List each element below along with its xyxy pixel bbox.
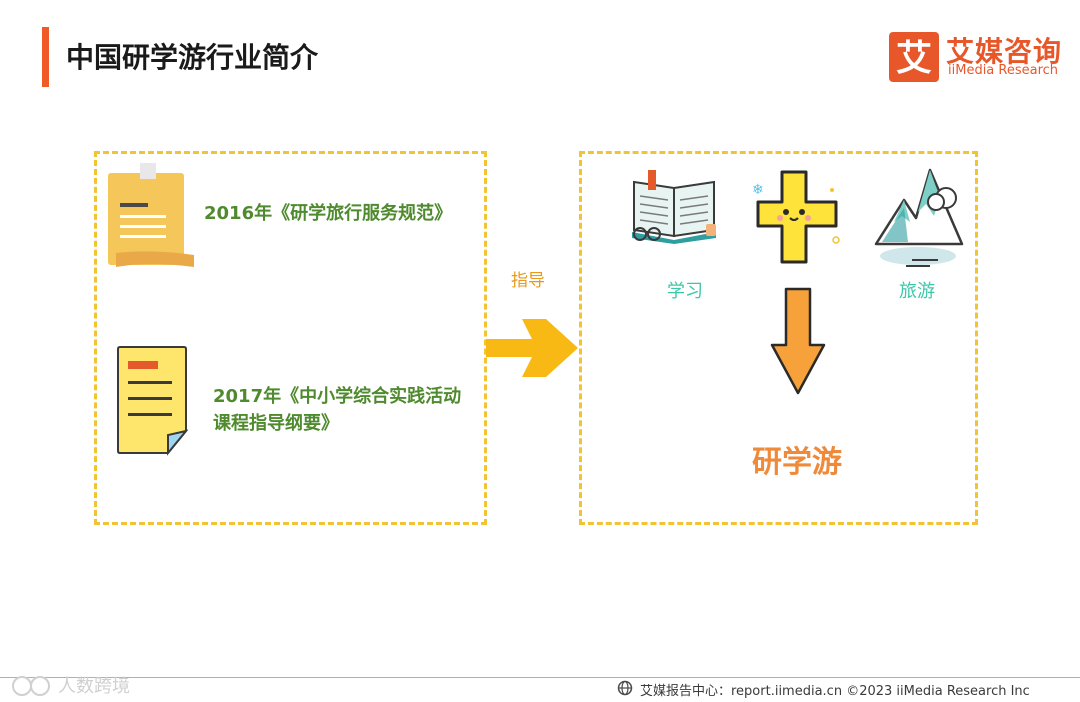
- policy-frame: [94, 151, 487, 525]
- svg-text:❄: ❄: [752, 182, 764, 198]
- open-book-icon: [628, 168, 720, 250]
- logo-name-cn: 艾媒咨询: [946, 35, 1063, 68]
- globe-icon: [617, 680, 633, 700]
- note-document-icon: [116, 345, 189, 463]
- travel-label: 旅游: [899, 281, 935, 302]
- arrow-down-icon: [770, 287, 826, 401]
- arrow-right-icon: [484, 315, 580, 385]
- study-label: 学习: [667, 281, 703, 302]
- mountain-icon: [872, 160, 964, 274]
- page-title: 中国研学游行业简介: [66, 41, 319, 74]
- watermark-text: 人数跨境: [58, 676, 130, 697]
- guide-label: 指导: [511, 271, 545, 291]
- policy-2017-label: 2017年《中小学综合实践活动课程指导纲要》: [213, 386, 462, 434]
- result-label: 研学游: [752, 445, 842, 480]
- concept-frame: [579, 151, 978, 525]
- footer-divider: [0, 677, 1080, 678]
- watermark-logo-icon: [10, 674, 54, 702]
- scroll-document-icon: [106, 163, 196, 275]
- logo-name-en: iiMedia Research: [948, 63, 1059, 78]
- footer-source: 艾媒报告中心：report.iimedia.cn ©2023 iiMedia R…: [640, 684, 1030, 699]
- title-accent-bar: [42, 27, 49, 87]
- logo-icon-glyph: 艾: [896, 38, 932, 79]
- policy-2016-label: 2016年《研学旅行服务规范》: [204, 203, 453, 224]
- logo-icon: 艾: [889, 32, 939, 82]
- plus-icon: ❄: [748, 168, 844, 272]
